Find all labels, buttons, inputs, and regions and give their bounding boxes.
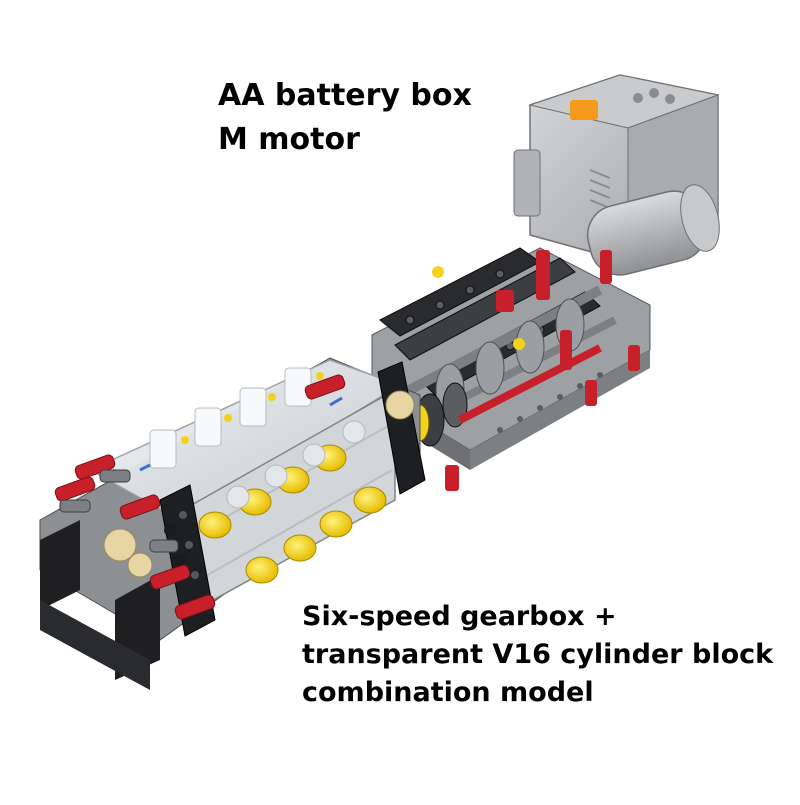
motor-label: M motor [218, 122, 360, 157]
model-label-line-1: Six-speed gearbox + [302, 601, 617, 632]
m-motor [586, 184, 720, 276]
gearbox-gears [397, 250, 640, 491]
front-gears-axles [54, 374, 415, 620]
power-unit-label: AA battery box M motor [218, 74, 472, 162]
model-description-label: Six-speed gearbox + transparent V16 cyli… [302, 598, 773, 712]
model-label-line-3: combination model [302, 677, 594, 708]
model-label-line-2: transparent V16 cylinder block [302, 639, 774, 670]
battery-box-label: AA battery box [218, 78, 472, 113]
battery-switch [570, 100, 598, 120]
